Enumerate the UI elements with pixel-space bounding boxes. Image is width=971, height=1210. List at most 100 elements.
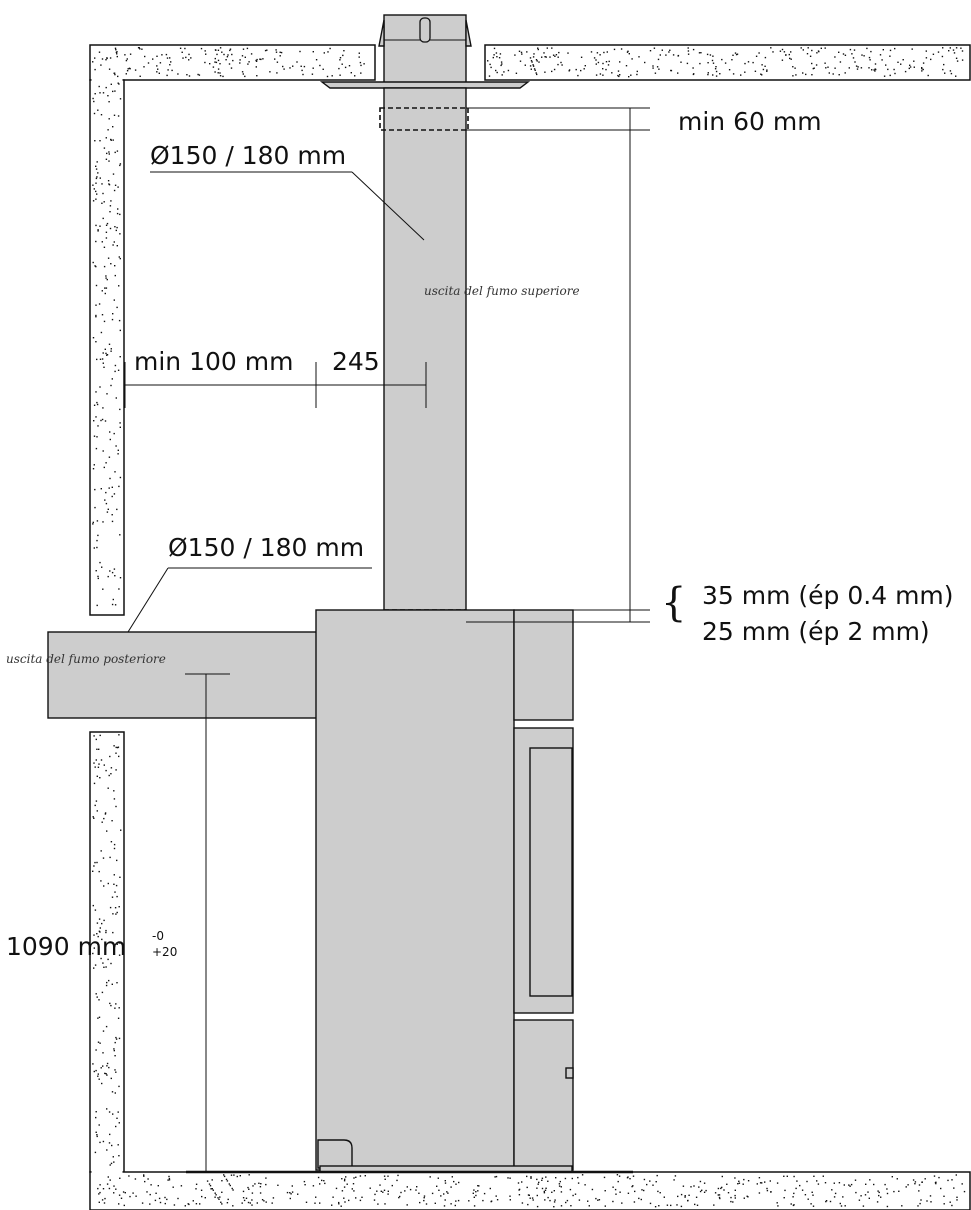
wall-speck xyxy=(893,1190,895,1193)
wall-speck xyxy=(889,49,892,52)
wall-speck xyxy=(530,1176,532,1178)
wall-speck xyxy=(143,66,145,68)
wall-speck xyxy=(866,47,868,50)
wall-speck xyxy=(688,1194,690,1196)
wall-speck xyxy=(612,1186,614,1188)
wall-speck xyxy=(529,57,532,59)
wall-speck xyxy=(114,1069,116,1071)
wall-speck xyxy=(538,61,540,63)
wall-speck xyxy=(114,604,117,606)
drawer-latch xyxy=(565,1067,574,1079)
wall-speck xyxy=(350,72,352,74)
wall-speck xyxy=(108,160,110,162)
wall-speck xyxy=(184,1205,186,1207)
wall-speck xyxy=(98,85,100,88)
wall-speck xyxy=(215,61,218,64)
wall-speck xyxy=(119,1177,121,1179)
wall-speck xyxy=(190,57,192,59)
wall-speck xyxy=(723,1189,725,1191)
wall-speck xyxy=(605,68,607,71)
wall-speck xyxy=(732,1201,734,1203)
wall-speck xyxy=(812,67,814,70)
wall-speck xyxy=(860,67,863,69)
wall-speck xyxy=(221,1180,223,1182)
wall-speck xyxy=(259,1186,262,1188)
wall-speck xyxy=(97,951,100,954)
wall-speck xyxy=(104,292,106,295)
wall-speck xyxy=(344,1178,346,1180)
wall-speck xyxy=(92,816,94,818)
wall-speck xyxy=(118,1122,120,1124)
wall-speck xyxy=(495,69,497,72)
wall-speck xyxy=(801,1189,804,1191)
wall-speck xyxy=(116,51,118,53)
wall-speck xyxy=(659,1192,661,1194)
wall-speck xyxy=(188,75,191,77)
wall-speck xyxy=(255,60,258,62)
wall-speck xyxy=(345,1176,347,1178)
wall-speck xyxy=(898,1190,900,1192)
wall-speck xyxy=(446,1191,448,1193)
wall-speck xyxy=(742,1183,744,1185)
wall-speck xyxy=(116,150,119,152)
wall-speck xyxy=(113,847,116,850)
wall-speck xyxy=(105,931,107,934)
wall-speck xyxy=(97,577,99,580)
wall-speck xyxy=(256,58,258,61)
wall-speck xyxy=(219,75,222,77)
wall-speck xyxy=(114,364,117,367)
wall-speck xyxy=(199,1203,201,1205)
wall-speck xyxy=(112,139,114,141)
wall-speck xyxy=(99,140,101,142)
wall-speck xyxy=(119,213,121,216)
wall-speck xyxy=(247,63,249,65)
wall-speck xyxy=(117,82,119,84)
wall-speck xyxy=(319,64,321,67)
wall-speck xyxy=(109,906,112,909)
wall-speck xyxy=(286,1191,289,1194)
wall-speck xyxy=(736,53,739,55)
wall-speck xyxy=(185,56,187,59)
wall-speck xyxy=(354,75,356,77)
wall-speck xyxy=(127,68,129,70)
wall-speck xyxy=(221,1191,223,1193)
wall-speck xyxy=(106,1149,108,1151)
wall-speck xyxy=(115,49,117,51)
wall-speck xyxy=(119,408,121,411)
wall-speck xyxy=(638,1197,640,1200)
wall-speck xyxy=(545,1187,547,1189)
wall-speck xyxy=(543,52,545,54)
wall-speck xyxy=(811,74,813,76)
wall-speck xyxy=(107,575,109,578)
wall-speck xyxy=(95,240,97,243)
wall-speck xyxy=(166,1198,168,1201)
wall-speck xyxy=(102,1140,105,1143)
wall-speck xyxy=(107,508,109,510)
wall-speck xyxy=(657,58,660,61)
wall-speck xyxy=(152,58,154,60)
wall-speck xyxy=(116,212,119,215)
wall-speck xyxy=(195,1203,198,1205)
wall-speck xyxy=(703,1191,706,1193)
wall-speck xyxy=(104,812,107,814)
wall-speck xyxy=(115,445,117,447)
wall-speck xyxy=(95,341,97,343)
wall-speck xyxy=(260,1183,262,1185)
wall-speck xyxy=(239,59,241,61)
wall-speck xyxy=(116,1117,118,1119)
wall-speck xyxy=(93,112,96,115)
wall-speck xyxy=(533,53,535,55)
wall-speck xyxy=(102,352,104,354)
wall-speck xyxy=(564,1177,567,1180)
wall-speck xyxy=(95,759,97,761)
wall-speck xyxy=(249,1202,251,1204)
wall-speck xyxy=(668,51,670,53)
wall-speck xyxy=(575,68,577,71)
wall-speck xyxy=(913,66,915,68)
wall-speck xyxy=(406,1204,408,1206)
wall-speck xyxy=(106,1108,108,1110)
wall-speck xyxy=(949,70,952,72)
wall-speck xyxy=(873,69,875,71)
wall-speck xyxy=(118,1203,120,1205)
